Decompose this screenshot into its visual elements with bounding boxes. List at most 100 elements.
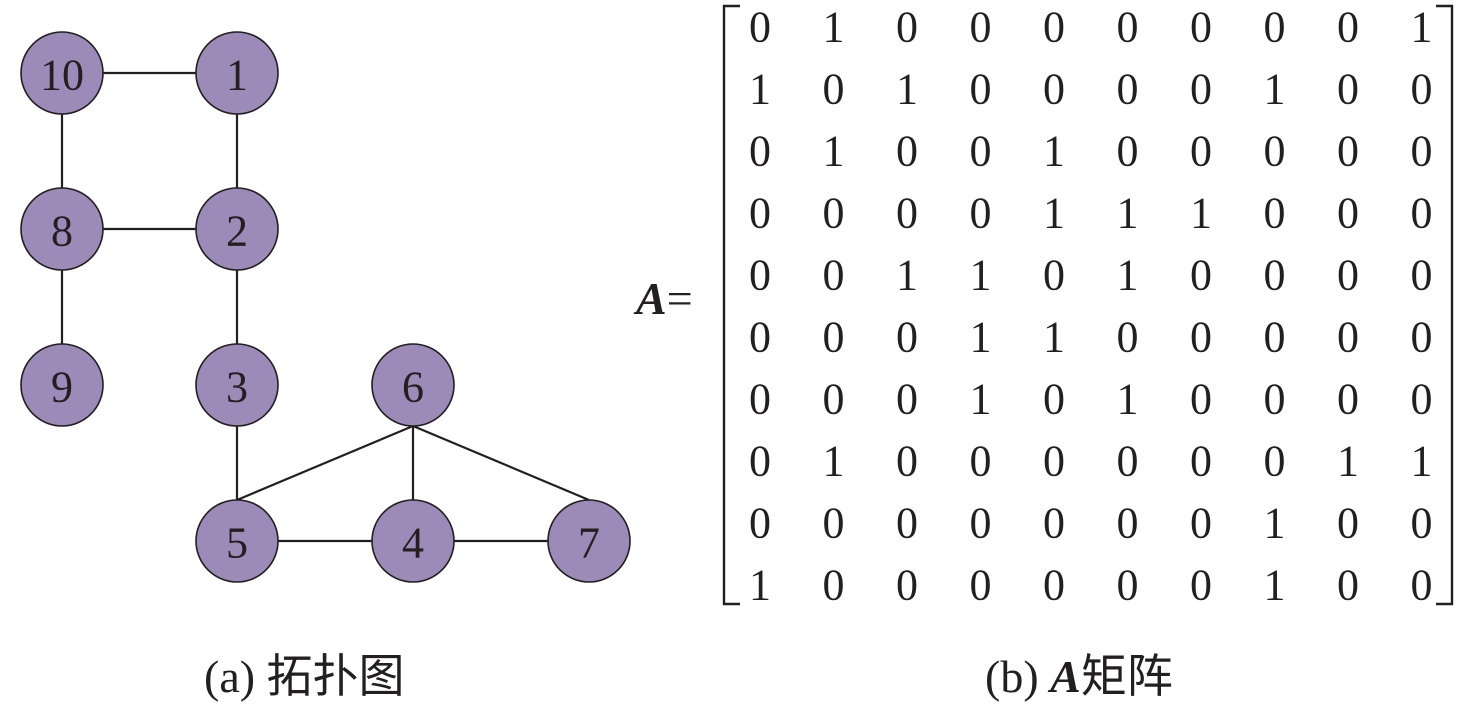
node-circle (20, 31, 104, 115)
matrix-cell-r3-c9: 0 (1337, 127, 1359, 176)
matrix-cell-r5-c9: 0 (1337, 251, 1359, 300)
matrix-cell-r8-c6: 0 (1117, 437, 1139, 486)
matrix-cell-r4-c1: 0 (749, 189, 771, 238)
matrix-cell-r7-c10: 0 (1411, 375, 1433, 424)
matrix-cell-r7-c5: 0 (1043, 375, 1065, 424)
matrix-cell-r5-c10: 0 (1411, 251, 1433, 300)
node-1: 1 (195, 31, 279, 115)
node-label: 5 (226, 519, 248, 568)
matrix-cell-r3-c10: 0 (1411, 127, 1433, 176)
matrix-cell-r9-c2: 0 (823, 499, 845, 548)
matrix-cell-r10-c4: 0 (970, 561, 992, 610)
matrix-cell-r3-c3: 0 (896, 127, 918, 176)
matrix-cell-r1-c7: 0 (1190, 3, 1212, 52)
matrix-cell-r3-c7: 0 (1190, 127, 1212, 176)
node-4: 4 (371, 499, 455, 583)
right-bracket (1436, 4, 1454, 606)
matrix-cell-r5-c6: 1 (1117, 251, 1139, 300)
matrix-cell-r2-c3: 1 (896, 65, 918, 114)
node-2: 2 (195, 187, 279, 271)
matrix-cell-r4-c6: 1 (1117, 189, 1139, 238)
node-label: 9 (51, 363, 73, 412)
matrix-cell-r3-c8: 0 (1264, 127, 1286, 176)
matrix-cell-r9-c7: 0 (1190, 499, 1212, 548)
node-label: 1 (226, 51, 248, 100)
matrix-cell-r1-c6: 0 (1117, 3, 1139, 52)
node-label: 3 (226, 363, 248, 412)
matrix-cell-r9-c3: 0 (896, 499, 918, 548)
matrix-cell-r3-c4: 0 (970, 127, 992, 176)
matrix-cell-r1-c2: 1 (823, 3, 845, 52)
matrix-cell-r4-c4: 0 (970, 189, 992, 238)
matrix-cell-r6-c9: 0 (1337, 313, 1359, 362)
matrix-cell-r8-c10: 1 (1411, 437, 1433, 486)
matrix-cell-r9-c5: 0 (1043, 499, 1065, 548)
node-label: 6 (402, 363, 424, 412)
matrix-cell-r10-c1: 1 (749, 561, 771, 610)
matrix-cell-r10-c9: 0 (1337, 561, 1359, 610)
node-circle (195, 343, 279, 427)
matrix-cell-r1-c9: 0 (1337, 3, 1359, 52)
matrix-cell-r1-c4: 0 (970, 3, 992, 52)
matrix-cell-r7-c7: 0 (1190, 375, 1212, 424)
matrix-cell-r1-c5: 0 (1043, 3, 1065, 52)
matrix-cell-r3-c5: 1 (1043, 127, 1065, 176)
node-6: 6 (371, 343, 455, 427)
matrix-cell-r10-c5: 0 (1043, 561, 1065, 610)
left-bracket (722, 4, 740, 606)
matrix-cell-r6-c6: 0 (1117, 313, 1139, 362)
node-7: 7 (547, 499, 631, 583)
node-circle (195, 31, 279, 115)
matrix-cell-r10-c8: 1 (1264, 561, 1286, 610)
matrix-cell-r4-c3: 0 (896, 189, 918, 238)
caption-topology: (a) 拓扑图 (204, 651, 405, 702)
matrix-cell-r10-c3: 0 (896, 561, 918, 610)
matrix-cell-r9-c4: 0 (970, 499, 992, 548)
matrix-cell-r3-c2: 1 (823, 127, 845, 176)
matrix-cell-r6-c5: 1 (1043, 313, 1065, 362)
matrix-cell-r7-c3: 0 (896, 375, 918, 424)
matrix-cell-r10-c6: 0 (1117, 561, 1139, 610)
matrix-cell-r5-c3: 1 (896, 251, 918, 300)
node-10: 10 (20, 31, 104, 115)
node-circle (371, 343, 455, 427)
matrix-cell-r6-c2: 0 (823, 313, 845, 362)
matrix-cell-r1-c1: 0 (749, 3, 771, 52)
matrix-cell-r1-c8: 0 (1264, 3, 1286, 52)
node-circle (547, 499, 631, 583)
matrix-cell-r6-c3: 0 (896, 313, 918, 362)
matrix-cells: 0 1 0 0 0 0 0 0 0 1 1 0 1 0 0 0 0 1 0 0 0 1 0 0 1 0 0 0 0 0 0 0 0 0 1 1 1 0 0 0… (749, 3, 1433, 610)
matrix-cell-r10-c10: 0 (1411, 561, 1433, 610)
matrix-cell-r2-c10: 0 (1411, 65, 1433, 114)
matrix-cell-r10-c7: 0 (1190, 561, 1212, 610)
matrix-cell-r6-c1: 0 (749, 313, 771, 362)
matrix-cell-r6-c8: 0 (1264, 313, 1286, 362)
matrix-cell-r8-c4: 0 (970, 437, 992, 486)
matrix-cell-r6-c4: 1 (970, 313, 992, 362)
node-circle (20, 187, 104, 271)
edges (60, 71, 590, 543)
node-circle (195, 187, 279, 271)
matrix-cell-r2-c5: 0 (1043, 65, 1065, 114)
matrix-cell-r5-c1: 0 (749, 251, 771, 300)
matrix-cell-r7-c6: 1 (1117, 375, 1139, 424)
matrix-cell-r7-c2: 0 (823, 375, 845, 424)
matrix-cell-r4-c10: 0 (1411, 189, 1433, 238)
matrix-cell-r9-c9: 0 (1337, 499, 1359, 548)
node-label: 7 (578, 519, 600, 568)
matrix-cell-r1-c10: 1 (1411, 3, 1433, 52)
matrix-cell-r2-c8: 1 (1264, 65, 1286, 114)
matrix-cell-r8-c9: 1 (1337, 437, 1359, 486)
matrix-cell-r2-c9: 0 (1337, 65, 1359, 114)
matrix-cell-r1-c3: 0 (896, 3, 918, 52)
matrix-cell-r9-c8: 1 (1264, 499, 1286, 548)
caption-matrix: (b) A矩阵 (985, 640, 1173, 706)
edge-6-7 (412, 424, 590, 502)
node-label: 2 (226, 207, 248, 256)
node-9: 9 (20, 343, 104, 427)
matrix-cell-r10-c2: 0 (823, 561, 845, 610)
matrix-cell-r7-c9: 0 (1337, 375, 1359, 424)
matrix-label: A= (636, 272, 693, 325)
